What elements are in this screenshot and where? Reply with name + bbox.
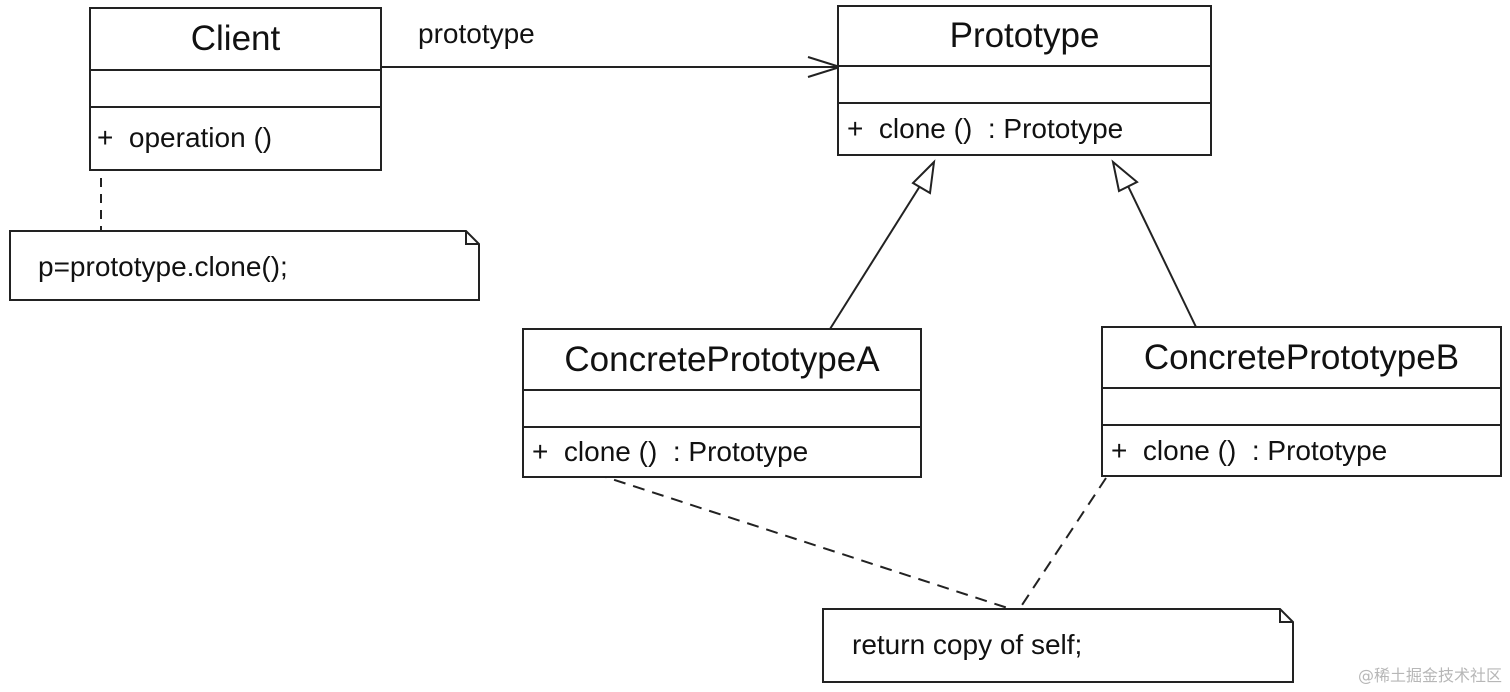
class-prototype-name: Prototype bbox=[839, 7, 1210, 67]
class-concrete-prototype-a-attributes bbox=[524, 391, 920, 428]
generalization-triangle-a bbox=[911, 159, 936, 195]
clone-note-shape bbox=[822, 608, 1294, 683]
class-prototype-attributes bbox=[839, 67, 1210, 104]
class-client-operation: + operation () bbox=[97, 122, 273, 153]
clone-note-fold bbox=[1279, 609, 1293, 623]
class-concrete-prototype-b-name: ConcretePrototypeB bbox=[1103, 328, 1500, 389]
class-concrete-prototype-b-attributes bbox=[1103, 389, 1500, 426]
class-prototype-operation: + clone () : Prototype bbox=[847, 113, 1124, 144]
class-client: Client + operation () bbox=[89, 7, 382, 171]
generalization-line-b bbox=[1127, 185, 1197, 328]
class-concrete-prototype-b: ConcretePrototypeB + clone () : Prototyp… bbox=[1101, 326, 1502, 477]
class-concrete-prototype-b-operation: + clone () : Prototype bbox=[1111, 434, 1388, 466]
class-client-attributes bbox=[91, 71, 380, 108]
watermark-text: @稀土掘金技术社区 bbox=[1357, 666, 1502, 685]
generalization-line-a bbox=[829, 185, 921, 330]
clone-note-text: return copy of self; bbox=[852, 629, 1083, 660]
class-concrete-prototype-a-operation: + clone () : Prototype bbox=[532, 436, 809, 467]
association-label: prototype bbox=[418, 18, 535, 49]
note-link-a bbox=[537, 454, 1021, 613]
client-note-shape bbox=[9, 230, 480, 301]
generalization-triangle-b bbox=[1111, 159, 1139, 193]
class-prototype: Prototype + clone () : Prototype bbox=[837, 5, 1212, 156]
class-concrete-prototype-a-name: ConcretePrototypeA bbox=[524, 330, 920, 391]
client-note-fold bbox=[465, 231, 479, 245]
class-concrete-prototype-a: ConcretePrototypeA + clone () : Prototyp… bbox=[522, 328, 922, 478]
note-link-b bbox=[1019, 477, 1107, 609]
client-note-text: p=prototype.clone(); bbox=[38, 251, 288, 282]
class-client-name: Client bbox=[91, 9, 380, 71]
